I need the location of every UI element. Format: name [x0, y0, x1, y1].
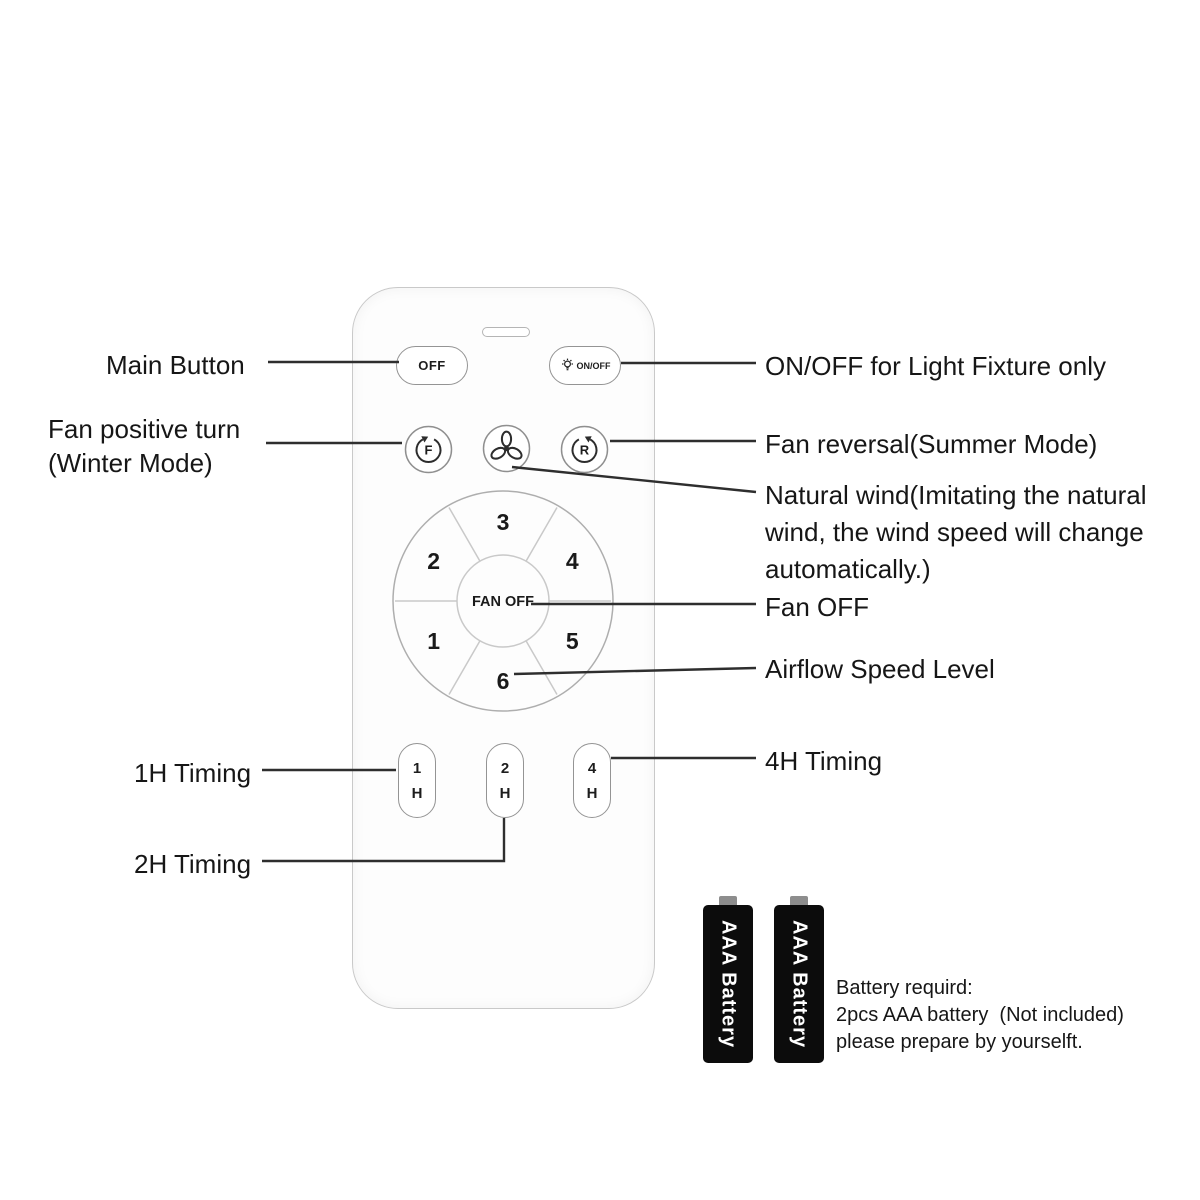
rotate-forward-icon: F: [404, 425, 453, 474]
timer-4h-digit: 4: [587, 759, 597, 777]
label-fan-reversal: Fan reversal(Summer Mode): [765, 429, 1098, 459]
timer-1h-unit: H: [411, 784, 423, 802]
label-main-button: Main Button: [106, 350, 245, 380]
speed-5: 5: [566, 628, 579, 654]
indicator-window: [482, 327, 530, 337]
label-4h-timing: 4H Timing: [765, 746, 883, 776]
fan-reverse-button: R: [560, 425, 609, 474]
speed-3: 3: [497, 509, 510, 535]
speed-4: 4: [566, 548, 579, 574]
battery-terminal: [719, 896, 737, 905]
battery-terminal: [790, 896, 808, 905]
speed-dial: 3 4 5 6 1 2 FAN OFF: [392, 490, 614, 712]
speed-6: 6: [497, 668, 510, 694]
off-button: OFF: [396, 346, 468, 385]
label-fan-off: Fan OFF: [765, 592, 870, 622]
battery-note: Battery requird: 2pcs AAA battery (Not i…: [836, 977, 1124, 1053]
timer-1h-button: 1 H: [398, 743, 436, 818]
battery-label: AAA Battery: [717, 919, 740, 1049]
label-2h-timing: 2H Timing: [134, 849, 252, 879]
label-1h-timing: 1H Timing: [134, 758, 252, 788]
timer-1h-digit: 1: [412, 759, 422, 777]
dial-dividers: [395, 507, 611, 695]
fan-off-button: FAN OFF: [472, 594, 534, 610]
light-button-label: ON/OFF: [576, 360, 611, 371]
rotate-reverse-icon: R: [560, 425, 609, 474]
light-onoff-button: ON/OFF: [549, 346, 621, 385]
label-fan-positive-turn: Fan positive turn (Winter Mode): [48, 414, 241, 478]
off-button-label: OFF: [418, 358, 446, 373]
fan-forward-letter: F: [425, 443, 433, 458]
timer-2h-button: 2 H: [486, 743, 524, 818]
battery-body: AAA Battery: [703, 905, 753, 1063]
label-natural-wind: Natural wind(Imitating the natural wind,…: [765, 480, 1147, 584]
battery-body: AAA Battery: [774, 905, 824, 1063]
light-bulb-icon: [561, 358, 573, 371]
fan-forward-button: F: [404, 425, 453, 474]
timer-2h-digit: 2: [500, 759, 510, 777]
timer-4h-button: 4 H: [573, 743, 611, 818]
timer-2h-unit: H: [499, 784, 511, 802]
battery-aaa-2: AAA Battery: [774, 896, 824, 1063]
remote-body: OFF ON/OFF: [352, 287, 655, 1009]
natural-wind-button: [482, 424, 531, 473]
battery-label: AAA Battery: [788, 919, 811, 1049]
fan-blades-icon: [482, 424, 531, 473]
speed-2: 2: [427, 548, 440, 574]
speed-1: 1: [427, 628, 440, 654]
label-light-onoff: ON/OFF for Light Fixture only: [765, 351, 1106, 381]
fan-reverse-letter: R: [580, 443, 590, 458]
timer-4h-unit: H: [586, 784, 598, 802]
label-airflow-speed: Airflow Speed Level: [765, 654, 995, 684]
battery-aaa-1: AAA Battery: [703, 896, 753, 1063]
